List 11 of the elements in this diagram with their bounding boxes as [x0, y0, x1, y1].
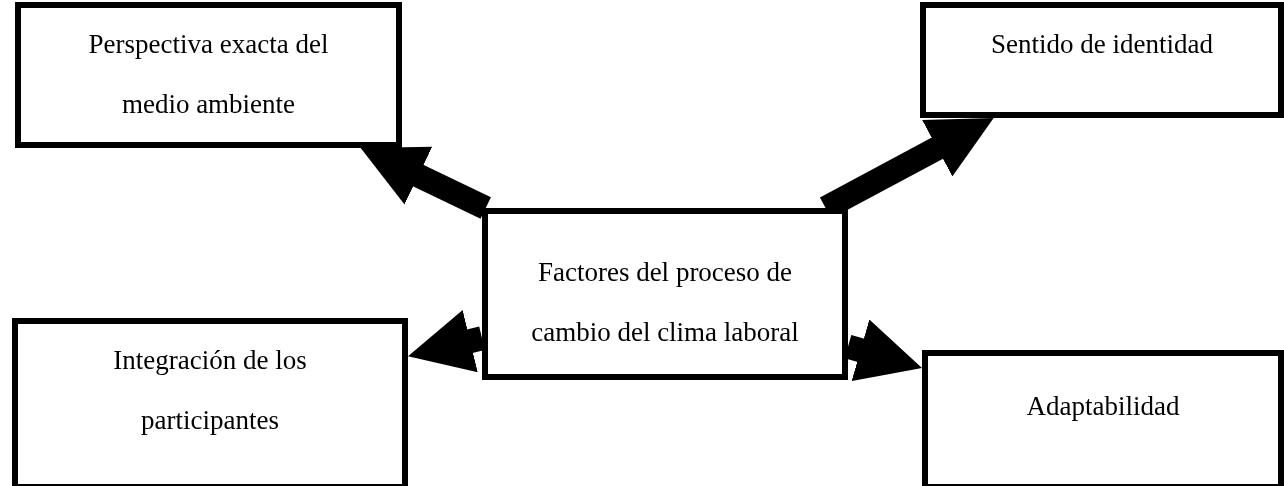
box-text: Integración de los participantes [112, 344, 308, 437]
text-box [920, 2, 1284, 118]
text-box [12, 318, 408, 486]
text-box [15, 2, 402, 148]
box-text: Adaptabilidad [1026, 390, 1180, 423]
box-text: Factores del proceso de cambio del clima laboral [530, 256, 800, 349]
box-text: Sentido de identidad [991, 28, 1213, 61]
text-box [482, 208, 848, 380]
arrow [360, 146, 491, 219]
box-text: Perspectiva exacta del medio ambiente [87, 28, 330, 121]
text-box [922, 350, 1284, 486]
